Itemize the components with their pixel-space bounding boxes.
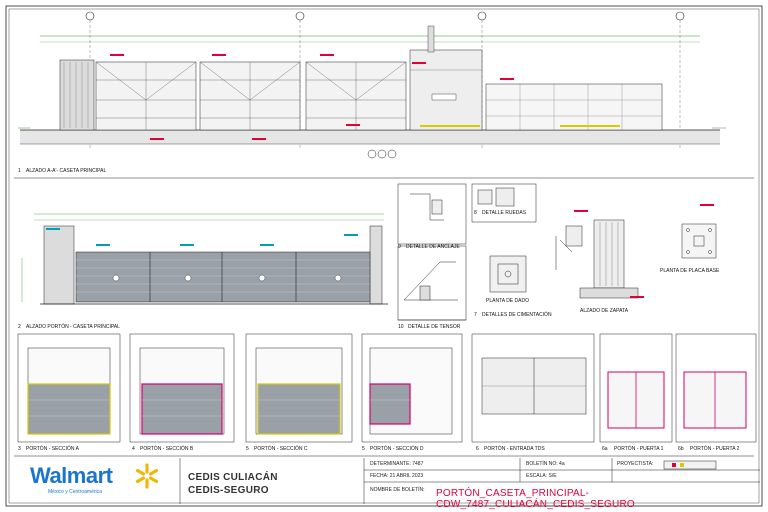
escala-field: ESCALA: S/E — [526, 473, 557, 479]
view-title: DETALLES DE CIMENTACIÓN — [482, 311, 552, 318]
view-title: DETALLE RUEDAS — [482, 210, 527, 216]
view-number: 5 — [246, 446, 249, 452]
view-number: 5 — [362, 446, 365, 452]
brand-subtitle: México y Centroamérica — [48, 489, 102, 495]
view-number: 6b — [678, 446, 684, 452]
view-title: PORTÓN - ENTRADA TDS — [484, 445, 545, 452]
proyectista-field: PROYECTISTA: — [617, 461, 654, 467]
view-secciones — [14, 333, 757, 457]
view-title: PORTÓN - PUERTA 1 — [614, 445, 664, 452]
view-number: 7 — [474, 312, 477, 318]
view-number: 8 — [474, 210, 477, 216]
view-title: DETALLE DE TENSOR — [408, 324, 461, 330]
view-title: PORTÓN - SECCIÓN A — [26, 445, 80, 452]
walmart-logo-text: Walmart — [30, 463, 113, 488]
view-number: 6a — [602, 446, 608, 452]
view-number: 2 — [18, 324, 21, 330]
view-title: PORTÓN - PUERTA 2 — [690, 445, 740, 452]
view-title: ALZADO PORTÓN - CASETA PRINCIPAL — [26, 323, 120, 330]
fecha-field: FECHA: 21 ABRIL 2023 — [370, 473, 424, 479]
determinante-field: DETERMINANTE: 7487 — [370, 461, 424, 467]
view-alzado-caseta — [14, 11, 754, 179]
view-cimentacion — [489, 204, 717, 299]
view-number: 1 — [18, 168, 21, 174]
detail-label: PLANTA DE DADO — [486, 298, 529, 304]
nombre-boletin-field: NOMBRE DE BOLETÍN: — [370, 487, 425, 493]
view-title: PORTÓN - SECCIÓN D — [370, 445, 424, 452]
view-title: PORTÓN - SECCIÓN C — [254, 445, 308, 452]
view-number: 4 — [132, 446, 135, 452]
title-block-frame — [179, 458, 760, 504]
detail-label: PLANTA DE PLACA BASE — [660, 268, 720, 274]
sheet-border — [5, 5, 763, 507]
detail-label: ALZADO DE ZAPATA — [580, 308, 629, 314]
view-title: DETALLE DE ANCLAJE — [406, 244, 460, 250]
view-number: 9 — [398, 244, 401, 250]
view-details-small — [397, 183, 537, 321]
project-name: CEDIS CULIACÁN — [188, 472, 278, 483]
view-title: ALZADO A-A'- CASETA PRINCIPAL — [26, 168, 106, 174]
view-number: 6 — [476, 446, 479, 452]
project-subname: CEDIS-SEGURO — [188, 485, 269, 496]
view-alzado-porton — [21, 213, 388, 305]
walmart-spark-icon — [135, 463, 159, 489]
boletin-field: BOLETÍN NO: 4a — [526, 461, 565, 467]
sheet-name: PORTÓN_CASETA_PRINCIPAL-CDW_7487_CULIACÁ… — [436, 488, 635, 510]
view-number: 3 — [18, 446, 21, 452]
view-number: 10 — [398, 324, 404, 330]
view-title: PORTÓN - SECCIÓN B — [140, 445, 194, 452]
